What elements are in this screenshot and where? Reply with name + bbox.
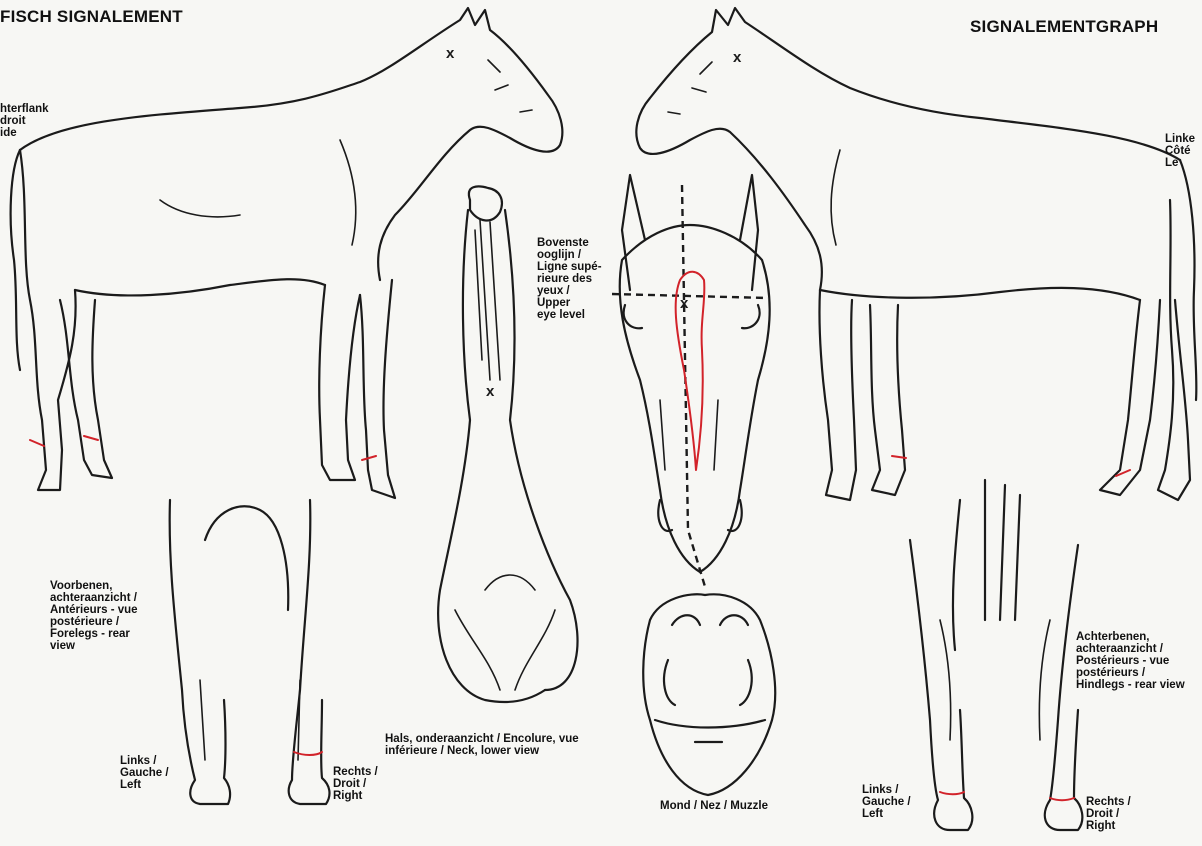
eye-level-line: yeux /: [537, 285, 602, 297]
muzzle-label: Mond / Nez / Muzzle: [660, 800, 768, 812]
hindlegs-line: Postérieurs - vue: [1076, 655, 1185, 667]
muzzle-view: [643, 594, 775, 795]
right-flank-label: Linke Côté Le: [1165, 133, 1195, 169]
hind-left-line: Left: [862, 808, 911, 820]
hindlegs-rear-view: [910, 480, 1082, 830]
hindlegs-line: Achterbenen,: [1076, 631, 1185, 643]
eye-level-line: Bovenste: [537, 237, 602, 249]
fore-right-line: Right: [333, 790, 378, 802]
hind-left-line: Links /: [862, 784, 911, 796]
forelegs-line: view: [50, 640, 138, 652]
neck-line: inférieure / Neck, lower view: [385, 745, 579, 757]
forelegs-line: Voorbenen,: [50, 580, 138, 592]
hindlegs-line: postérieurs /: [1076, 667, 1185, 679]
fore-right-line: Rechts /: [333, 766, 378, 778]
fore-left-line: Left: [120, 779, 169, 791]
forelegs-line: achteraanzicht /: [50, 592, 138, 604]
forelegs-label: Voorbenen, achteraanzicht / Antérieurs -…: [50, 580, 138, 652]
eye-level-line: rieure des: [537, 273, 602, 285]
hind-left-label: Links / Gauche / Left: [862, 784, 911, 820]
hindlegs-line: achteraanzicht /: [1076, 643, 1185, 655]
whorl-mark-head: x: [680, 295, 689, 312]
fore-right-line: Droit /: [333, 778, 378, 790]
neck-line: Hals, onderaanzicht / Encolure, vue: [385, 733, 579, 745]
title-left: FISCH SIGNALEMENT: [0, 8, 183, 26]
horse-right-side-view: x: [636, 8, 1196, 500]
left-flank-line: hterflank: [0, 103, 49, 115]
fore-left-line: Links /: [120, 755, 169, 767]
forelegs-rear-view: [170, 500, 330, 804]
hindlegs-line: Hindlegs - rear view: [1076, 679, 1185, 691]
whorl-mark-left: x: [446, 45, 455, 62]
whorl-mark-neck: x: [486, 383, 495, 400]
fore-left-label: Links / Gauche / Left: [120, 755, 169, 791]
whorl-mark-right: x: [733, 49, 742, 66]
forelegs-line: Antérieurs - vue: [50, 604, 138, 616]
forelegs-line: Forelegs - rear: [50, 628, 138, 640]
hindlegs-label: Achterbenen, achteraanzicht / Postérieur…: [1076, 631, 1185, 691]
forelegs-line: postérieure /: [50, 616, 138, 628]
eye-level-line: eye level: [537, 309, 602, 321]
hind-right-line: Rechts /: [1086, 796, 1131, 808]
neck-label: Hals, onderaanzicht / Encolure, vue infé…: [385, 733, 579, 757]
hind-right-label: Rechts / Droit / Right: [1086, 796, 1131, 832]
title-right: SIGNALEMENTGRAPH: [970, 18, 1158, 36]
hind-left-line: Gauche /: [862, 796, 911, 808]
right-flank-line: Linke: [1165, 133, 1195, 145]
horse-left-side-view: x: [11, 8, 563, 498]
hind-right-line: Droit /: [1086, 808, 1131, 820]
hind-right-line: Right: [1086, 820, 1131, 832]
head-front-view: x: [612, 175, 770, 590]
fore-right-label: Rechts / Droit / Right: [333, 766, 378, 802]
right-flank-line: Côté: [1165, 145, 1195, 157]
fore-left-line: Gauche /: [120, 767, 169, 779]
right-flank-line: Le: [1165, 157, 1195, 169]
left-flank-line: ide: [0, 127, 49, 139]
eye-level-line: Upper: [537, 297, 602, 309]
eye-level-label: Bovenste ooglijn / Ligne supé- rieure de…: [537, 237, 602, 321]
left-flank-label: hterflank droit ide: [0, 103, 49, 139]
eye-level-line: Ligne supé-: [537, 261, 602, 273]
left-flank-line: droit: [0, 115, 49, 127]
eye-level-line: ooglijn /: [537, 249, 602, 261]
